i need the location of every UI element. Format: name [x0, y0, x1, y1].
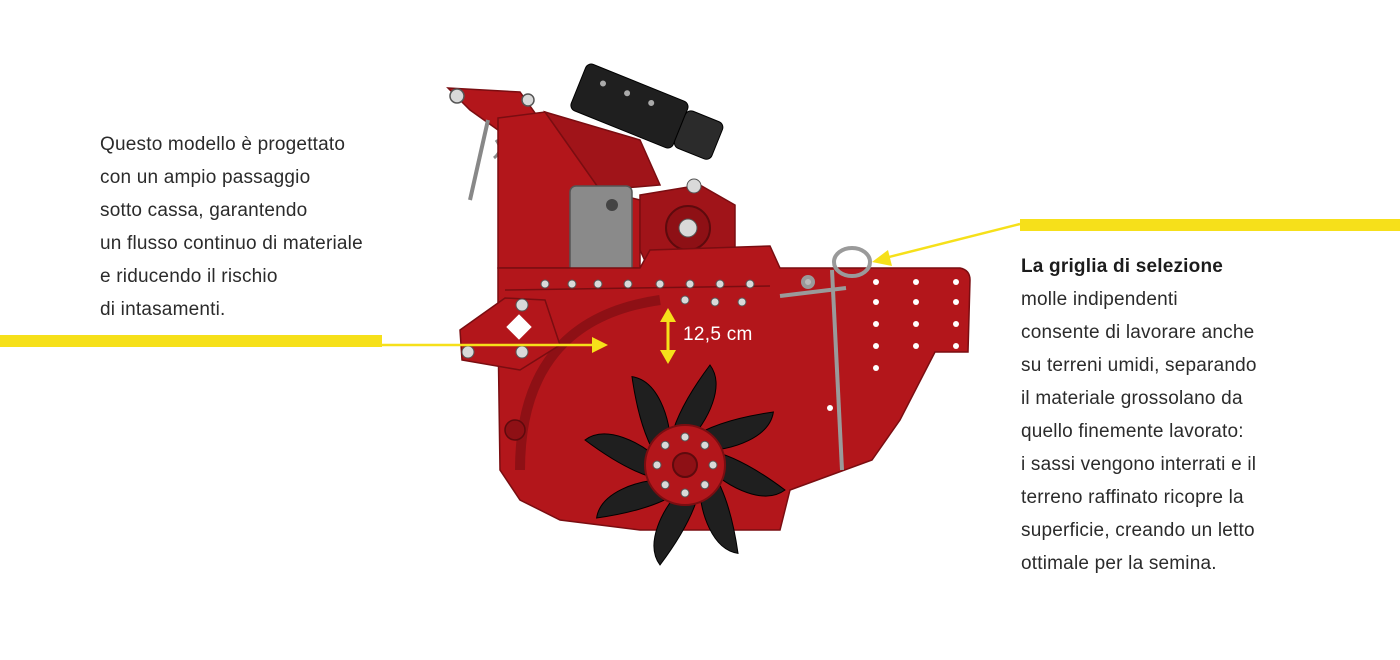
right-line: superficie, creando un letto	[1021, 520, 1255, 541]
right-line: molle indipendenti	[1021, 289, 1178, 310]
frame-bolts	[540, 279, 755, 307]
hub-bolt	[652, 460, 662, 470]
right-line: ottimale per la semina.	[1021, 553, 1217, 574]
hydraulic-motor	[570, 63, 724, 160]
right-line: su terreni umidi, separando	[1021, 355, 1257, 376]
left-line: un flusso continuo di materiale	[100, 233, 363, 254]
drive-guard	[569, 185, 633, 275]
hub-bolt	[680, 432, 690, 442]
right-line: i sassi vengono interrati e il	[1021, 454, 1257, 475]
left-line: Questo modello è progettato	[100, 134, 346, 155]
right-line: terreno raffinato ricopre la	[1021, 487, 1244, 508]
hub-bolt	[680, 488, 690, 498]
left-accent-bar	[0, 335, 382, 347]
arrow-left-icon	[872, 222, 1021, 266]
left-line: di intasamenti.	[100, 299, 226, 320]
left-line: con un ampio passaggio	[100, 167, 311, 188]
clearance-measurement-label: 12,5 cm	[683, 324, 753, 345]
arrow-right-icon	[382, 337, 608, 353]
hub-bolt	[700, 480, 710, 490]
left-line: sotto cassa, garantendo	[100, 200, 308, 221]
spring-tine	[779, 246, 872, 471]
hub-bolt	[660, 480, 670, 490]
right-heading: La griglia di selezione	[1021, 256, 1224, 277]
hub-bolt	[700, 440, 710, 450]
double-arrow-vertical-icon	[660, 308, 676, 364]
rotor-axle	[672, 452, 698, 478]
right-description: La griglia di selezione molle indipenden…	[1021, 250, 1361, 580]
right-line: il materiale grossolano da	[1021, 388, 1243, 409]
grid-adjust-holes	[827, 279, 959, 411]
right-line: quello finemente lavorato:	[1021, 421, 1244, 442]
hub-bolt	[660, 440, 670, 450]
rotor	[584, 364, 786, 566]
left-description: Questo modello è progettato con un ampio…	[100, 128, 430, 326]
left-line: e riducendo il rischio	[100, 266, 278, 287]
hub-bolt	[708, 460, 718, 470]
right-accent-bar	[1020, 219, 1400, 231]
hitch-plate	[459, 297, 561, 371]
right-line: consente di lavorare anche	[1021, 322, 1255, 343]
